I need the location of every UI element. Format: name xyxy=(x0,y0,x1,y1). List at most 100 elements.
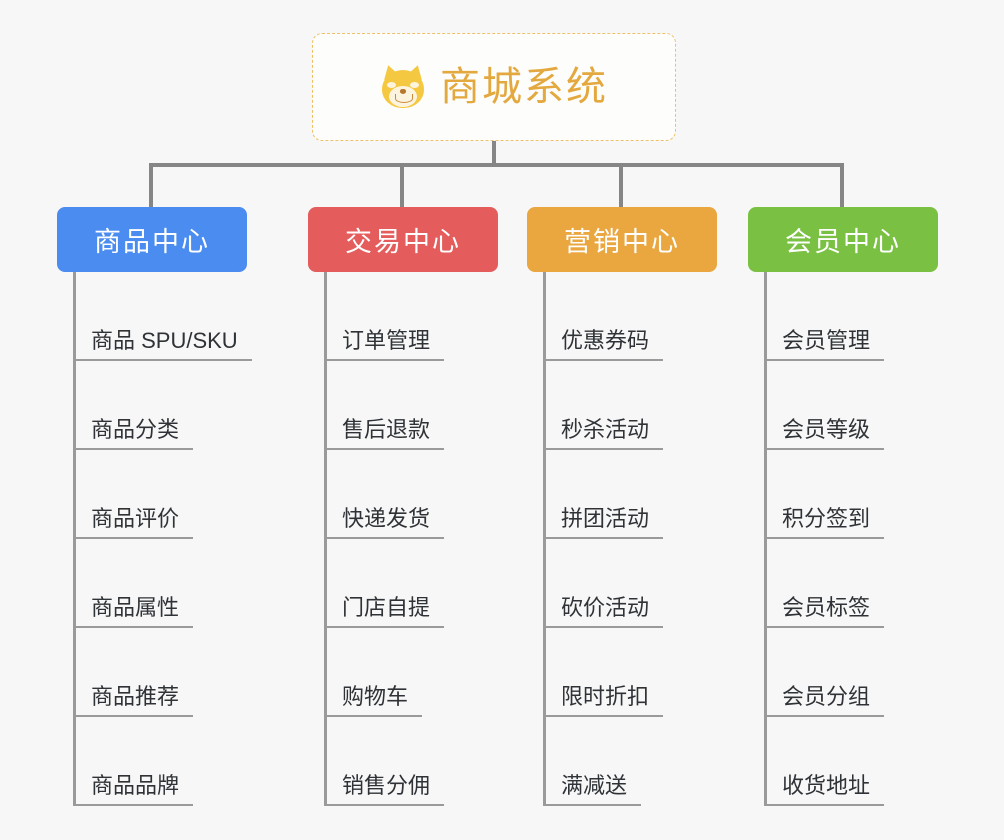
list-item[interactable]: 限时折扣 xyxy=(527,628,717,717)
leaf-underline xyxy=(764,359,884,361)
category-label-2: 交易中心 xyxy=(345,227,461,257)
list-item[interactable]: 秒杀活动 xyxy=(527,361,717,450)
category-label-4: 会员中心 xyxy=(785,227,901,257)
leaf-label: 满减送 xyxy=(561,773,628,798)
connector-drop-2 xyxy=(400,163,404,207)
leaf-underline xyxy=(764,715,884,717)
leaf-underline xyxy=(764,804,884,806)
leaf-label: 商品品牌 xyxy=(91,773,180,798)
list-item[interactable]: 砍价活动 xyxy=(527,539,717,628)
connector-drop-3 xyxy=(619,163,623,207)
leaf-label: 快递发货 xyxy=(342,506,431,531)
branch-spine-4 xyxy=(764,272,767,806)
list-item[interactable]: 积分签到 xyxy=(748,450,938,539)
leaf-label: 商品 SPU/SKU xyxy=(91,328,238,353)
list-item[interactable]: 商品 SPU/SKU xyxy=(57,272,252,361)
list-item[interactable]: 拼团活动 xyxy=(527,450,717,539)
leaf-label: 积分签到 xyxy=(782,506,871,531)
list-item[interactable]: 优惠券码 xyxy=(527,272,717,361)
category-box-3[interactable]: 营销中心 xyxy=(527,207,717,272)
leaf-label: 砍价活动 xyxy=(561,595,650,620)
branch-column-3: 营销中心 优惠券码 秒杀活动 拼团活动 砍价活动 限时折扣 xyxy=(527,207,717,806)
leaf-underline xyxy=(73,448,193,450)
leaf-underline xyxy=(324,448,444,450)
category-box-1[interactable]: 商品中心 xyxy=(57,207,247,272)
list-item[interactable]: 商品品牌 xyxy=(57,717,247,806)
leaf-underline xyxy=(324,359,444,361)
leaf-underline xyxy=(73,626,193,628)
leaf-underline xyxy=(543,715,663,717)
leaf-label: 拼团活动 xyxy=(561,506,650,531)
list-item[interactable]: 订单管理 xyxy=(308,272,498,361)
leaf-label: 商品属性 xyxy=(91,595,180,620)
list-item[interactable]: 商品分类 xyxy=(57,361,247,450)
leaf-label: 限时折扣 xyxy=(561,684,650,709)
category-box-4[interactable]: 会员中心 xyxy=(748,207,938,272)
leaf-label: 会员分组 xyxy=(782,684,871,709)
leaf-underline xyxy=(543,626,663,628)
leaf-underline xyxy=(324,804,444,806)
branch-column-4: 会员中心 会员管理 会员等级 积分签到 会员标签 会员分组 xyxy=(748,207,938,806)
category-box-2[interactable]: 交易中心 xyxy=(308,207,498,272)
list-item[interactable]: 门店自提 xyxy=(308,539,498,628)
leaf-list-3: 优惠券码 秒杀活动 拼团活动 砍价活动 限时折扣 满减送 xyxy=(527,272,717,806)
leaf-underline xyxy=(764,626,884,628)
category-label-3: 营销中心 xyxy=(564,227,680,257)
leaf-list-1: 商品 SPU/SKU 商品分类 商品评价 商品属性 商品推荐 商品品牌 xyxy=(57,272,252,806)
leaf-underline xyxy=(543,537,663,539)
leaf-label: 会员等级 xyxy=(782,417,871,442)
leaf-underline xyxy=(324,626,444,628)
connector-drop-4 xyxy=(840,163,844,207)
list-item[interactable]: 售后退款 xyxy=(308,361,498,450)
connector-drop-1 xyxy=(149,163,153,207)
leaf-label: 售后退款 xyxy=(342,417,431,442)
leaf-underline xyxy=(764,537,884,539)
branch-column-1: 商品中心 商品 SPU/SKU 商品分类 商品评价 商品属性 商品推荐 xyxy=(57,207,252,806)
leaf-underline xyxy=(324,537,444,539)
list-item[interactable]: 满减送 xyxy=(527,717,717,806)
list-item[interactable]: 销售分佣 xyxy=(308,717,498,806)
leaf-label: 优惠券码 xyxy=(561,328,650,353)
branch-spine-3 xyxy=(543,272,546,806)
leaf-label: 会员标签 xyxy=(782,595,871,620)
list-item[interactable]: 快递发货 xyxy=(308,450,498,539)
leaf-label: 商品推荐 xyxy=(91,684,180,709)
list-item[interactable]: 会员标签 xyxy=(748,539,938,628)
list-item[interactable]: 商品属性 xyxy=(57,539,247,628)
leaf-label: 商品分类 xyxy=(91,417,180,442)
branch-column-2: 交易中心 订单管理 售后退款 快递发货 门店自提 购物车 xyxy=(308,207,498,806)
leaf-label: 门店自提 xyxy=(342,595,431,620)
shiba-dog-icon xyxy=(380,63,426,110)
connector-root-stem xyxy=(492,141,496,165)
leaf-label: 秒杀活动 xyxy=(561,417,650,442)
leaf-underline xyxy=(73,537,193,539)
list-item[interactable]: 商品推荐 xyxy=(57,628,247,717)
list-item[interactable]: 会员等级 xyxy=(748,361,938,450)
list-item[interactable]: 收货地址 xyxy=(748,717,938,806)
leaf-label: 会员管理 xyxy=(782,328,871,353)
leaf-label: 订单管理 xyxy=(342,328,431,353)
root-title: 商城系统 xyxy=(440,65,608,109)
leaf-underline xyxy=(324,715,422,717)
leaf-list-2: 订单管理 售后退款 快递发货 门店自提 购物车 销售分佣 xyxy=(308,272,498,806)
leaf-underline xyxy=(543,804,641,806)
leaf-label: 收货地址 xyxy=(782,773,871,798)
leaf-underline xyxy=(73,804,193,806)
connector-horizontal-bus xyxy=(149,163,844,167)
branch-spine-2 xyxy=(324,272,327,806)
leaf-label: 购物车 xyxy=(342,684,409,709)
list-item[interactable]: 会员分组 xyxy=(748,628,938,717)
leaf-label: 销售分佣 xyxy=(342,773,431,798)
leaf-underline xyxy=(73,715,193,717)
branch-spine-1 xyxy=(73,272,76,806)
leaf-list-4: 会员管理 会员等级 积分签到 会员标签 会员分组 收货地址 xyxy=(748,272,938,806)
category-label-1: 商品中心 xyxy=(94,227,210,257)
list-item[interactable]: 商品评价 xyxy=(57,450,247,539)
leaf-label: 商品评价 xyxy=(91,506,180,531)
root-node[interactable]: 商城系统 xyxy=(312,33,676,141)
leaf-underline xyxy=(543,448,663,450)
leaf-underline xyxy=(73,359,252,361)
list-item[interactable]: 会员管理 xyxy=(748,272,938,361)
list-item[interactable]: 购物车 xyxy=(308,628,498,717)
